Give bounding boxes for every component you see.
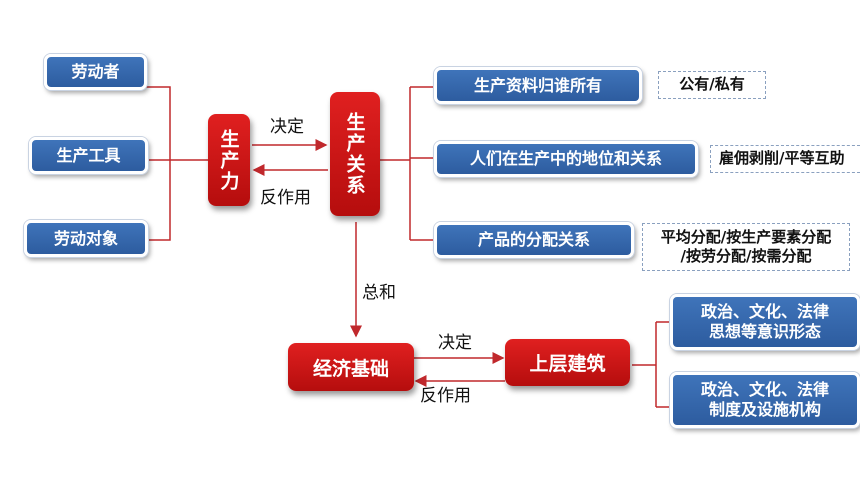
note-distribution-line1: 平均分配/按生产要素分配 — [660, 227, 832, 246]
react-label-2: 反作用 — [420, 386, 471, 406]
relations-box: 生产关系 — [330, 92, 380, 216]
note-status: 雇佣剥削/平等互助 — [710, 145, 860, 173]
left-bracket — [146, 86, 171, 241]
super-item-ideology: 政治、文化、法律 思想等意识形态 — [670, 294, 860, 350]
productivity-box: 生产力 — [208, 114, 250, 206]
sum-label: 总和 — [362, 283, 396, 303]
react-label: 反作用 — [260, 188, 311, 208]
super-item-ideology-line2: 思想等意识形态 — [708, 322, 821, 341]
super-bracket — [632, 321, 670, 408]
note-distribution-line2: /按劳分配/按需分配 — [680, 247, 812, 265]
left-item-objects: 劳动对象 — [24, 220, 148, 257]
left-item-tools: 生产工具 — [29, 137, 148, 174]
relation-item-ownership: 生产资料归谁所有 — [434, 67, 642, 104]
decide-label-2: 决定 — [438, 333, 472, 353]
super-item-institutions: 政治、文化、法律 制度及设施机构 — [670, 372, 860, 428]
decide-label: 决定 — [270, 117, 304, 137]
economic-base-box: 经济基础 — [288, 343, 414, 391]
relation-item-status: 人们在生产中的地位和关系 — [434, 141, 698, 177]
relations-bracket — [380, 86, 434, 241]
superstructure-box: 上层建筑 — [505, 339, 630, 386]
super-item-ideology-line1: 政治、文化、法律 — [700, 302, 829, 321]
super-item-institutions-line1: 政治、文化、法律 — [700, 380, 829, 399]
note-distribution: 平均分配/按生产要素分配 /按劳分配/按需分配 — [642, 223, 850, 271]
left-item-laborer: 劳动者 — [44, 54, 147, 90]
note-ownership: 公有/私有 — [658, 71, 766, 99]
relation-item-distribution: 产品的分配关系 — [434, 222, 634, 258]
super-item-institutions-line2: 制度及设施机构 — [708, 400, 821, 419]
